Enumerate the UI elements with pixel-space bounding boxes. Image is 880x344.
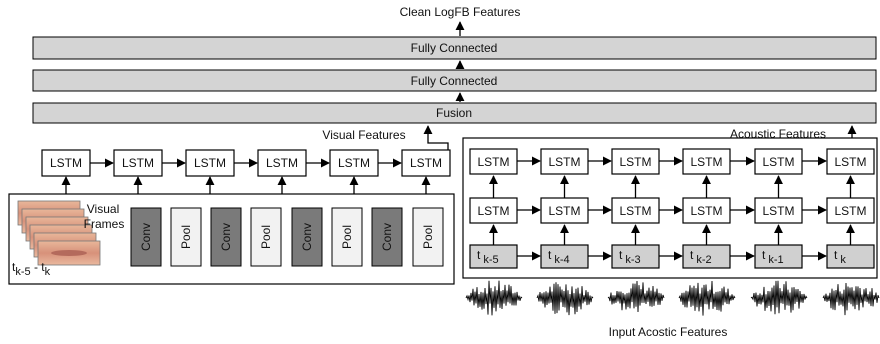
acoustic-lstm-bottom-3 — [611, 197, 660, 224]
visual-lstm-label: LSTM — [410, 156, 442, 170]
pool-layer-2 — [170, 207, 202, 267]
visual-lstm-row: LSTM LSTM LSTM LSTM LSTM LSTM — [41, 149, 451, 194]
acoustic-lstm-label: LSTM — [548, 155, 580, 169]
conv-layer-7 — [371, 207, 403, 267]
acoustic-lstm-label: LSTM — [834, 204, 866, 218]
acoustic-lstm-top-6 — [826, 148, 875, 175]
waveform-6 — [822, 282, 880, 316]
visual-lstm-label: LSTM — [50, 156, 82, 170]
waveform-3 — [607, 280, 665, 313]
cnn-layer-label: Pool — [179, 225, 193, 249]
visual-lstm-6 — [401, 149, 451, 177]
acoustic-lstm-label: LSTM — [619, 204, 651, 218]
conv-layer-1 — [130, 207, 162, 267]
waveform-5 — [750, 280, 808, 315]
waveform-1 — [465, 280, 523, 316]
fusion-layer — [32, 102, 877, 124]
cnn-layer-label: Conv — [380, 223, 394, 251]
visual-lstm-label: LSTM — [122, 156, 154, 170]
fully-connected-bottom-label: Fully Connected — [411, 74, 498, 88]
pool-layer-6 — [331, 207, 363, 267]
acoustic-lstm-label: LSTM — [762, 155, 794, 169]
cnn-layer-label: Pool — [259, 225, 273, 249]
cnn-layer-label: Conv — [139, 223, 153, 251]
waveform-2 — [536, 282, 594, 316]
fully-connected-top — [32, 36, 877, 60]
cnn-layer-label: Pool — [340, 225, 354, 249]
visual-frames-label: Visual — [87, 202, 119, 216]
acoustic-block — [462, 137, 878, 279]
visual-lstm-3 — [185, 149, 235, 177]
fusion-label: Fusion — [436, 106, 472, 120]
acoustic-lstm-label: LSTM — [762, 204, 794, 218]
fully-connected-bottom — [32, 69, 877, 92]
visual-frames-label-line2: Frames — [84, 217, 125, 231]
acoustic-lstm-bottom-6 — [826, 197, 875, 224]
acoustic-lstm-label: LSTM — [619, 155, 651, 169]
acoustic-lstm-label: LSTM — [477, 155, 509, 169]
cnn-layer-label: Conv — [300, 223, 314, 251]
acoustic-lstm-label: LSTM — [477, 204, 509, 218]
cnn-layer-label: Pool — [421, 225, 435, 249]
acoustic-lstm-label: LSTM — [548, 204, 580, 218]
acoustic-lstm-bottom-1 — [469, 197, 518, 224]
pool-layer-8 — [412, 207, 444, 267]
input-waveforms — [465, 280, 880, 316]
acoustic-lstm-top-2 — [540, 148, 589, 175]
acoustic-lstm-label: LSTM — [690, 204, 722, 218]
conv-layer-5 — [291, 207, 323, 267]
pool-layer-4 — [250, 207, 282, 267]
acoustic-lstm-bottom-2 — [540, 197, 589, 224]
conv-layer-3 — [210, 207, 242, 267]
visual-lstm-4 — [257, 149, 307, 177]
frame-time-range: tk-5 - tk — [12, 260, 51, 278]
fully-connected-top-label: Fully Connected — [411, 41, 498, 55]
visual-to-fusion-arrow — [423, 125, 449, 153]
visual-features-label: Visual Features — [322, 128, 405, 142]
cnn-layer-label: Conv — [219, 223, 233, 251]
visual-lstm-label: LSTM — [194, 156, 226, 170]
cnn-layers: Conv Pool Conv Pool Conv Pool Conv Pool — [130, 207, 444, 267]
input-acoustic-features-label: Input Acostic Features — [609, 325, 728, 339]
lip-frames-image — [17, 200, 101, 266]
acoustic-lstm-label: LSTM — [690, 155, 722, 169]
visual-lstm-label: LSTM — [338, 156, 370, 170]
acoustic-lstm-label: LSTM — [834, 155, 866, 169]
acoustic-lstm-bottom-4 — [682, 197, 731, 224]
visual-lstm-label: LSTM — [266, 156, 298, 170]
output-label: Clean LogFB Features — [400, 5, 521, 19]
visual-lstm-5 — [329, 149, 379, 177]
acoustic-lstm-bottom-5 — [754, 197, 803, 224]
waveform-4 — [678, 280, 736, 316]
